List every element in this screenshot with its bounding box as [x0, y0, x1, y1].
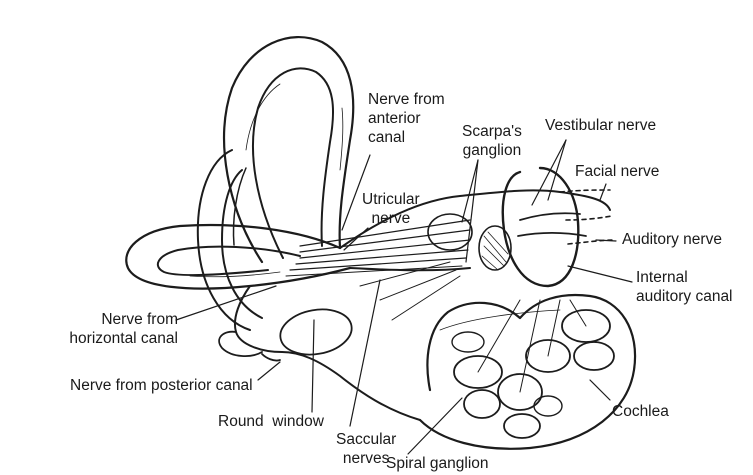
leader-lines [176, 140, 632, 454]
label-nerve-from-horizontal-canal: Nerve from horizontal canal [48, 310, 178, 348]
label-auditory-nerve: Auditory nerve [622, 230, 722, 249]
vestibule [219, 286, 420, 420]
label-nerve-from-posterior-canal: Nerve from posterior canal [70, 376, 253, 395]
label-spiral-ganglion: Spiral ganglion [386, 454, 489, 473]
posterior-canal [198, 150, 262, 330]
anterior-canal [224, 37, 353, 262]
label-cochlea: Cochlea [612, 402, 669, 421]
label-facial-nerve: Facial nerve [575, 162, 659, 181]
label-nerve-from-anterior-canal: Nerve from anterior canal [368, 90, 445, 147]
label-vestibular-nerve: Vestibular nerve [545, 116, 656, 135]
label-scarpas-ganglion: Scarpa's ganglion [462, 122, 522, 160]
cochlea [420, 295, 635, 449]
label-round-window: Round window [218, 412, 324, 431]
label-internal-auditory-canal: Internal auditory canal [636, 268, 733, 306]
nerve-bundle [286, 190, 614, 320]
label-utricular-nerve: Utricular nerve [362, 190, 420, 228]
internal-auditory-canal-ring [503, 168, 579, 286]
